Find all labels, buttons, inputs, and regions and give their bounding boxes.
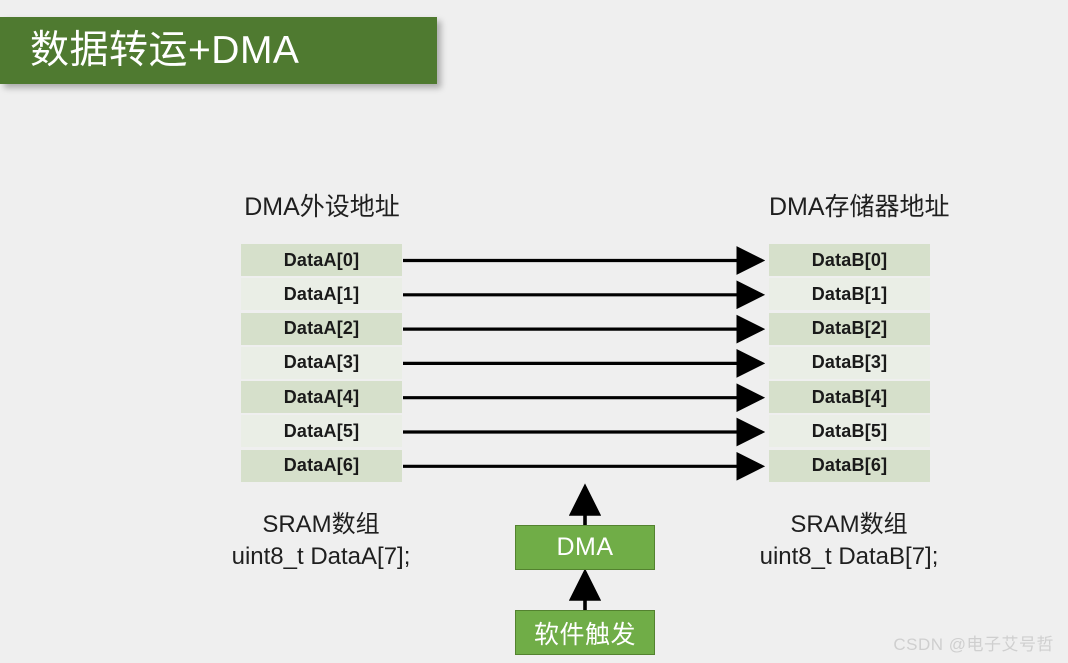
software-trigger-label: 软件触发 (533, 620, 636, 649)
source-array-table: DataA[0] DataA[1] DataA[2] DataA[3] Data… (241, 244, 402, 484)
table-row: DataB[3] (769, 346, 930, 379)
source-array-caption: SRAM数组 uint8_t DataA[7]; (190, 509, 452, 572)
table-row: DataA[2] (241, 312, 402, 345)
peripheral-address-label: DMA外设地址 (244, 193, 400, 221)
destination-array-caption-line2: uint8_t DataB[7]; (759, 542, 939, 570)
table-row: DataB[5] (769, 415, 930, 448)
transfer-arrow-group (403, 246, 766, 481)
source-array-caption-line1: SRAM数组 (262, 511, 380, 538)
table-row: DataA[3] (241, 346, 402, 379)
table-row: DataB[0] (769, 244, 930, 276)
table-row: DataB[4] (769, 381, 930, 414)
table-row: DataB[6] (769, 449, 930, 482)
table-row: DataB[2] (769, 312, 930, 345)
dma-block-label: DMA (556, 533, 614, 561)
table-row: DataA[1] (241, 278, 402, 311)
destination-array-caption: SRAM数组 uint8_t DataB[7]; (718, 509, 980, 572)
table-row: DataB[1] (769, 278, 930, 311)
memory-address-label: DMA存储器地址 (769, 193, 950, 221)
table-row: DataA[0] (241, 244, 402, 276)
table-row: DataA[6] (241, 449, 402, 482)
csdn-watermark: CSDN @电子艾号哲 (893, 635, 1054, 654)
software-trigger-block[interactable]: 软件触发 (515, 610, 655, 655)
destination-array-table: DataB[0] DataB[1] DataB[2] DataB[3] Data… (769, 244, 930, 484)
table-row: DataA[4] (241, 381, 402, 414)
slide-title-banner: 数据转运+DMA (0, 17, 437, 84)
dma-block[interactable]: DMA (515, 525, 655, 570)
page-title: 数据转运+DMA (30, 29, 300, 72)
source-array-caption-line2: uint8_t DataA[7]; (231, 542, 411, 570)
table-row: DataA[5] (241, 415, 402, 448)
destination-array-caption-line1: SRAM数组 (790, 511, 908, 538)
